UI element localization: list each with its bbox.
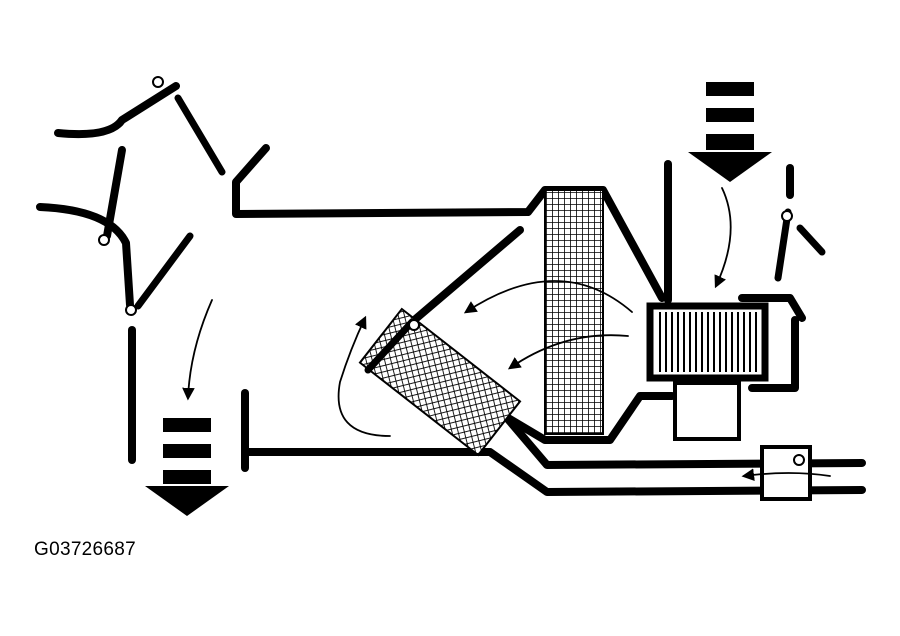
evaporator-core bbox=[544, 189, 604, 435]
defrost-door bbox=[174, 94, 226, 176]
flow-arrow-icon bbox=[337, 315, 391, 437]
temperature-blend-door bbox=[364, 318, 416, 374]
door-pivot-icon bbox=[793, 454, 805, 466]
flow-arrow-icon bbox=[182, 299, 213, 401]
blower-assembly bbox=[646, 160, 826, 441]
flow-arrow-icon bbox=[741, 468, 831, 481]
door-pivot-icon bbox=[98, 234, 110, 246]
heater-core bbox=[358, 307, 522, 457]
outlet-ducts bbox=[36, 76, 226, 464]
flow-arrow-icon bbox=[714, 187, 732, 289]
door-pivot-icon bbox=[152, 76, 164, 88]
door-pivot-icon bbox=[408, 319, 420, 331]
airflow-arrows bbox=[182, 187, 831, 481]
flow-arrow-icon bbox=[463, 280, 633, 314]
air-outlet-arrow-icon bbox=[145, 418, 229, 516]
vent-door bbox=[134, 232, 194, 310]
figure-code: G03726687 bbox=[34, 539, 137, 560]
door-pivot-icon bbox=[125, 304, 137, 316]
flow-arrow-icon bbox=[507, 334, 629, 370]
blower-motor bbox=[673, 381, 741, 441]
door-pivot-icon bbox=[781, 210, 793, 222]
recirc-door bbox=[774, 208, 792, 282]
air-inlet-arrow-icon bbox=[688, 82, 772, 182]
